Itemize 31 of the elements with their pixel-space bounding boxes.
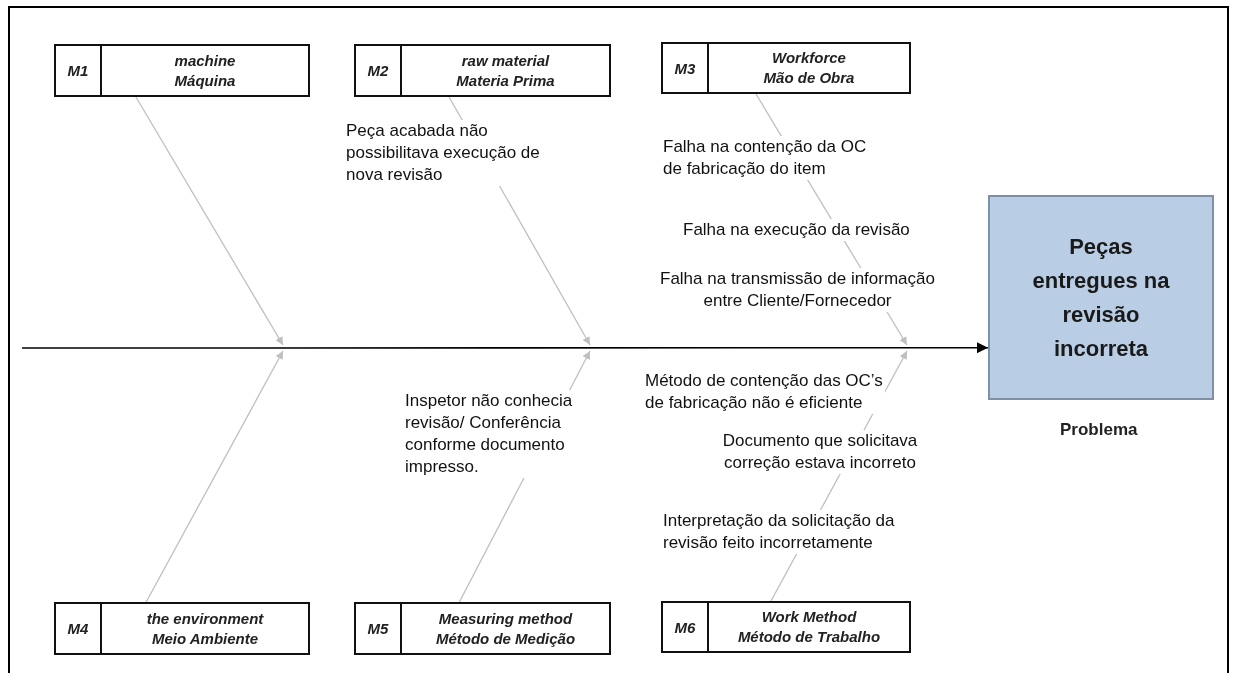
category-label: Método de Trabalho bbox=[737, 627, 881, 647]
category-label: Máquina bbox=[174, 70, 236, 91]
category-label: Workforce bbox=[772, 48, 846, 68]
category-label: Work Method bbox=[761, 607, 857, 627]
category-label: the environment bbox=[146, 608, 264, 629]
category-label: Measuring method bbox=[438, 608, 573, 629]
category-code: M4 bbox=[56, 604, 102, 653]
category-label: machine bbox=[174, 50, 236, 71]
category-box bbox=[354, 602, 611, 655]
category-code: M6 bbox=[663, 603, 709, 651]
category-label: raw material bbox=[461, 50, 550, 71]
effect-box bbox=[988, 195, 1214, 400]
category-box bbox=[661, 601, 911, 653]
category-label: Meio Ambiente bbox=[151, 628, 259, 649]
category-box bbox=[54, 602, 310, 655]
category-label: Mão de Obra bbox=[763, 68, 855, 88]
category-box bbox=[661, 42, 911, 94]
category-box bbox=[354, 44, 611, 97]
spine-arrow bbox=[21, 342, 989, 354]
bone-arrow bbox=[135, 96, 284, 346]
problem-caption: Problema bbox=[1060, 420, 1138, 440]
category-box bbox=[54, 44, 310, 97]
category-code: M3 bbox=[663, 44, 709, 92]
category-label: Materia Prima bbox=[456, 70, 555, 91]
category-code: M1 bbox=[56, 46, 102, 95]
category-code: M2 bbox=[356, 46, 402, 95]
effect-text: Peças entregues na revisão incorreta bbox=[1031, 232, 1171, 363]
category-label: Método de Medição bbox=[435, 628, 576, 649]
cause-text: Falha na execução da revisão bbox=[683, 219, 910, 241]
category-code: M5 bbox=[356, 604, 402, 653]
bone-arrow bbox=[145, 350, 284, 603]
